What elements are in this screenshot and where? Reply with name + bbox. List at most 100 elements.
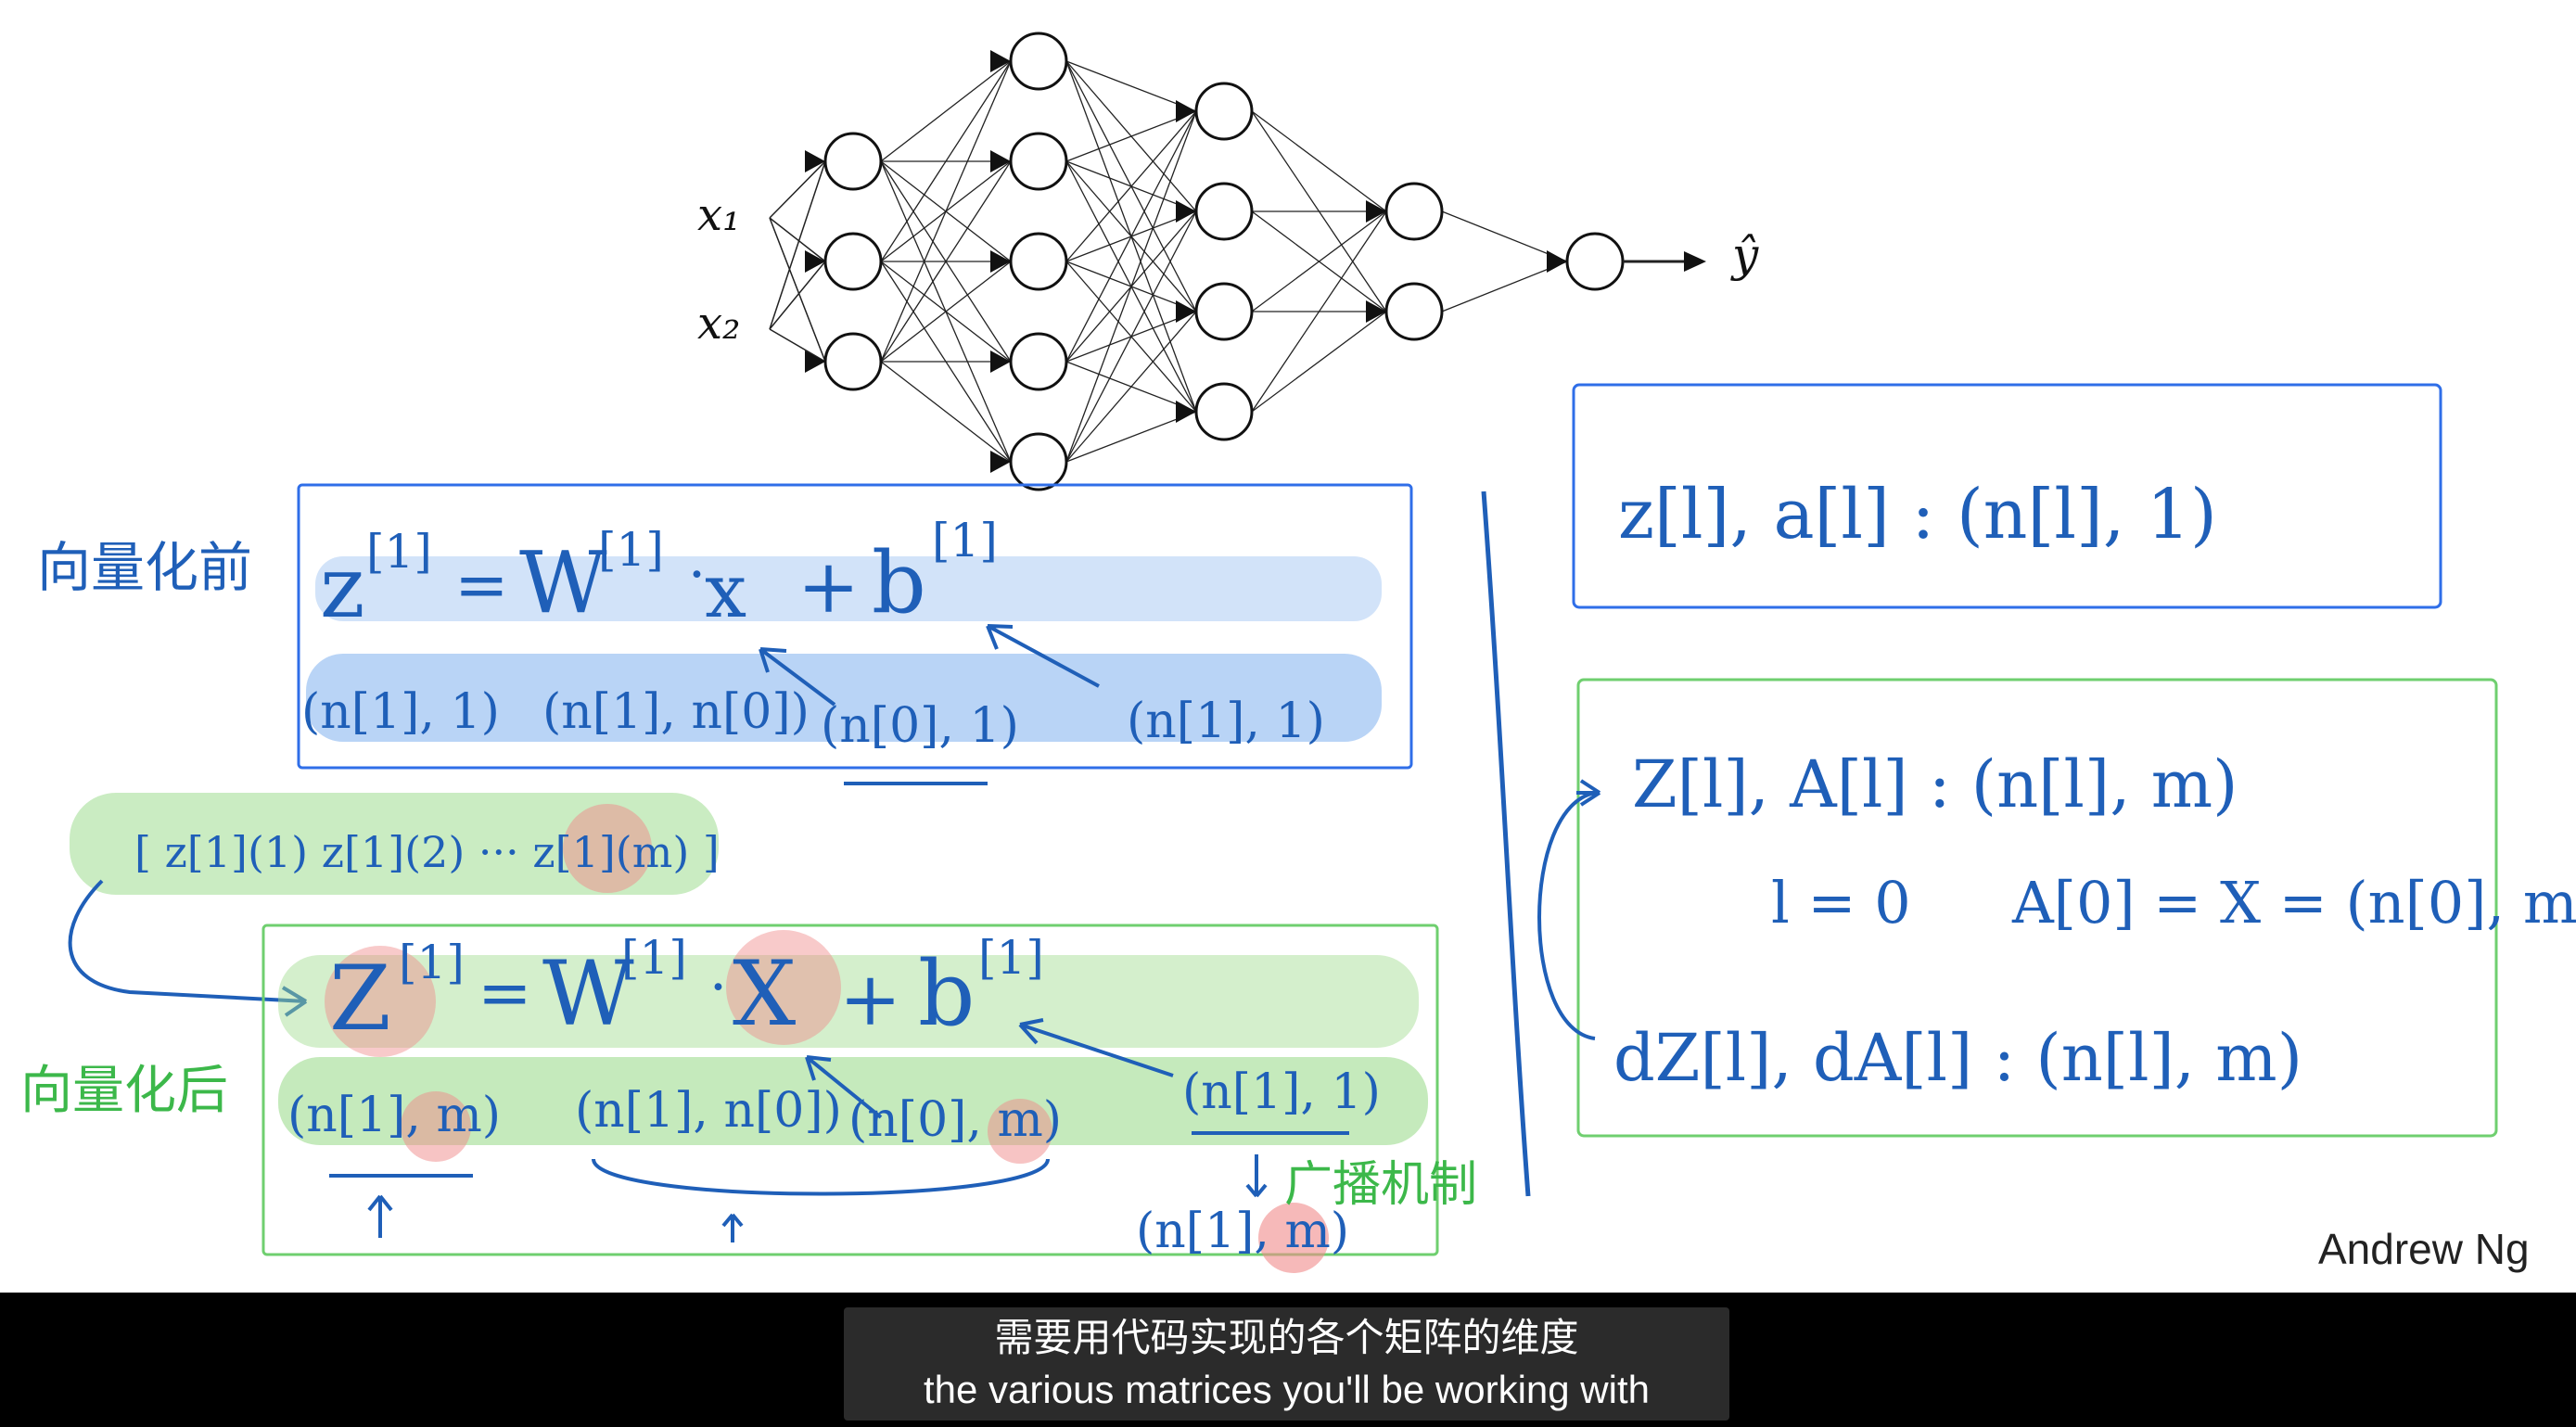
red-highlight-X	[726, 930, 841, 1045]
input-label-x1: x₁	[697, 189, 740, 241]
nn-edge	[769, 217, 826, 363]
nn-node-l2-1	[1194, 182, 1254, 241]
nn-node-l0-1	[823, 232, 883, 291]
nn-edge	[880, 60, 1012, 162]
eq2-equals: =	[478, 955, 532, 1031]
nn-edge	[880, 60, 1012, 262]
right-top-text: z[l], a[l] : (n[l], 1)	[1618, 475, 2217, 554]
nn-edge	[1065, 311, 1197, 463]
nn-edge	[769, 160, 826, 219]
nn-output-arrowhead	[1684, 251, 1706, 272]
subtitle-english: the various matrices you'll be working w…	[923, 1368, 1650, 1411]
eq1-w-sup: [1]	[598, 523, 664, 577]
nn-edge	[1065, 110, 1197, 463]
author-credit: Andrew Ng	[2318, 1225, 2530, 1273]
nn-edge	[769, 160, 826, 330]
brace-inner-dims	[592, 1158, 1050, 1196]
eq2-b: b	[918, 942, 975, 1046]
red-highlight-zm	[563, 804, 652, 893]
nn-node-l1-2	[1009, 232, 1068, 291]
eq1-equals: =	[454, 547, 509, 623]
red-highlight-Z	[325, 946, 436, 1057]
nn-arrowhead	[1176, 401, 1196, 423]
nn-arrowhead	[990, 451, 1011, 473]
eq2-z-sup: [1]	[399, 936, 465, 989]
box-vectorized-dims	[1576, 678, 2498, 1138]
nn-edge	[1065, 110, 1197, 162]
nn-edge	[880, 261, 1012, 363]
output-label-yhat: ŷ	[1730, 228, 1759, 282]
nn-edge	[880, 160, 1012, 363]
dim-after-3: (n[1], 1)	[1182, 1064, 1381, 1120]
nn-node-l2-3	[1194, 382, 1254, 441]
nn-node-l2-2	[1194, 282, 1254, 341]
nn-node-l3-0	[1384, 182, 1444, 241]
nn-edge	[1251, 110, 1387, 212]
eq2-z: Z	[329, 947, 391, 1051]
eq1-z-sup: [1]	[366, 525, 432, 579]
stacked-z-row: [ z[1](1) z[1](2) ··· z[1](m) ]	[134, 827, 720, 877]
red-highlight-m2	[988, 1099, 1052, 1164]
nn-edge	[1251, 210, 1387, 312]
nn-edge	[769, 328, 826, 363]
green-highlight-dims2	[278, 1057, 1428, 1145]
right-bottom-line3: dZ[l], dA[l] : (n[l], m)	[1613, 1020, 2302, 1096]
nn-edge	[1251, 210, 1387, 413]
nn-arrowhead	[1176, 100, 1196, 122]
red-highlight-m3	[1258, 1203, 1329, 1273]
nn-arrowhead	[990, 350, 1011, 373]
nn-edge	[1441, 210, 1568, 262]
arrow-up-2	[721, 1213, 744, 1242]
box-after-vectorization	[261, 924, 1439, 1256]
arrow-x-dim	[759, 647, 836, 707]
subtitle-chinese: 需要用代码实现的各个矩阵的维度	[994, 1316, 1579, 1359]
eq2-b-sup: [1]	[978, 931, 1044, 985]
red-highlight-m1	[401, 1091, 471, 1162]
nn-edge	[769, 261, 826, 330]
side-note-before: 向量化前	[37, 536, 252, 599]
green-highlight-eq2	[278, 955, 1419, 1048]
eq1-b: b	[872, 533, 926, 632]
bracket-right-box	[1537, 779, 1601, 1040]
nn-arrowhead	[1366, 200, 1386, 223]
nn-arrowhead	[990, 250, 1011, 273]
side-note-after: 向量化后	[20, 1061, 228, 1121]
equation-before: z [1] = W [1] · x + b [1]	[320, 514, 998, 637]
dim-after-broadcast: (n[1], m)	[1136, 1204, 1349, 1259]
eq1-w: W	[519, 533, 607, 632]
right-bottom-line1: Z[l], A[l] : (n[l], m)	[1632, 746, 2238, 822]
divider-stroke	[1481, 491, 1531, 1197]
nn-node-l1-0	[1009, 32, 1068, 91]
input-label-x2: x₂	[697, 298, 740, 350]
arrow-down-broadcast	[1245, 1154, 1268, 1198]
dim-before-2: (n[0], 1)	[821, 698, 1019, 754]
dim-after-0: (n[1], m)	[287, 1088, 501, 1143]
arrow-stack-to-Z	[68, 879, 308, 1017]
nn-arrowhead	[1547, 250, 1567, 273]
nn-edge	[1441, 261, 1568, 312]
nn-edge	[769, 217, 826, 262]
nn-edge	[1065, 60, 1197, 112]
right-bottom-line2a: l = 0	[1771, 869, 1911, 936]
nn-arrowhead	[805, 350, 825, 373]
arrow-X-dim	[805, 1055, 883, 1119]
nn-node-l3-1	[1384, 282, 1444, 341]
nn-node-l0-2	[823, 332, 883, 391]
dim-after-1: (n[1], n[0])	[575, 1083, 842, 1139]
nn-arrowhead	[805, 150, 825, 172]
equation-after: Z [1] = W [1] · X + b [1]	[329, 931, 1044, 1051]
nn-arrowhead	[805, 250, 825, 273]
neural-network-diagram	[769, 32, 1706, 491]
nn-edge	[880, 60, 1012, 363]
eq1-z: z	[320, 538, 364, 637]
nn-node-l1-4	[1009, 432, 1068, 491]
nn-node-l0-0	[823, 132, 883, 191]
nn-edge	[1065, 110, 1197, 363]
dim-before-3: (n[1], 1)	[1127, 694, 1325, 749]
nn-arrowhead	[1366, 300, 1386, 323]
nn-node-l2-0	[1194, 82, 1254, 141]
box-single-example-dims	[1572, 383, 2442, 609]
eq2-x: X	[733, 942, 796, 1046]
blue-highlight-2	[306, 654, 1382, 742]
